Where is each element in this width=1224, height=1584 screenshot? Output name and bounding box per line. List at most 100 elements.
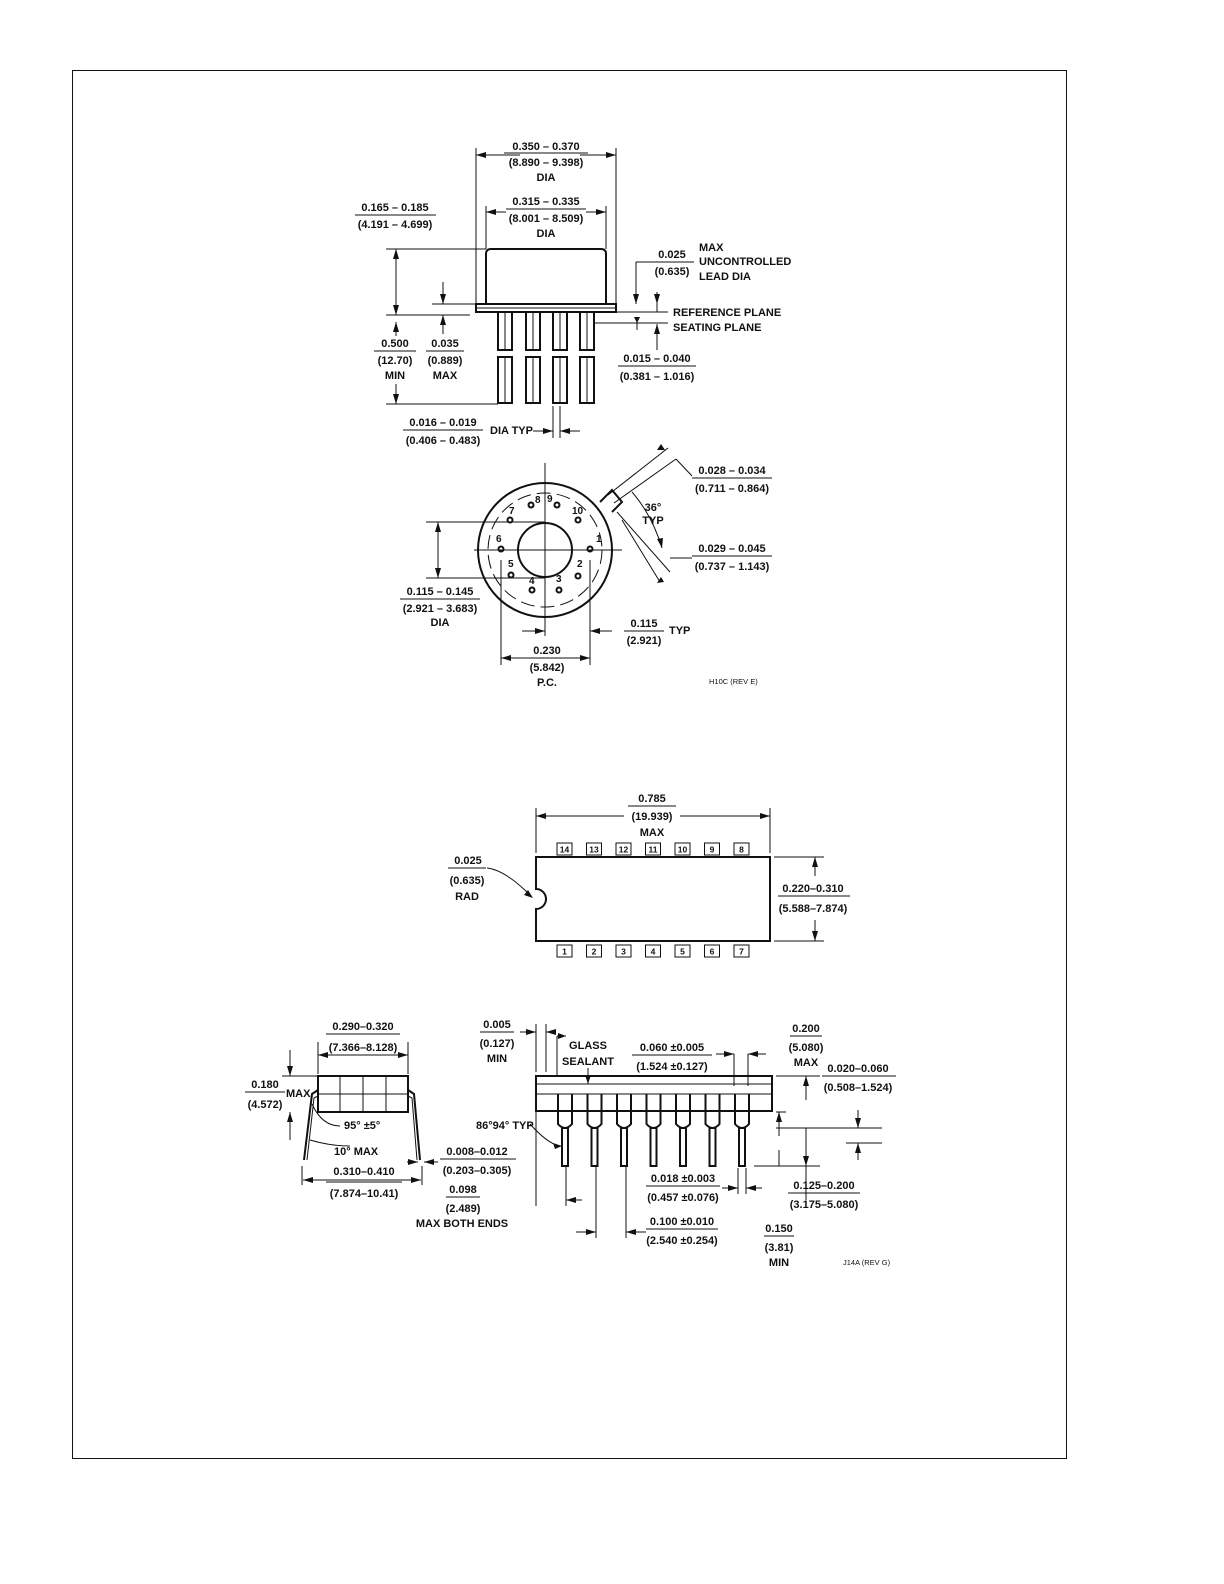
lead-dia-mm: (0.406 – 0.483) xyxy=(406,435,481,447)
pin-number: 8 xyxy=(739,845,744,855)
pin-box xyxy=(615,944,632,958)
pin-number: 1 xyxy=(562,947,567,957)
pitch-inch: 0.100 ±0.010 xyxy=(650,1216,714,1228)
tab-angle-note: TYP xyxy=(642,515,663,527)
tab-angle-value: 36° xyxy=(645,502,662,514)
side-lead-angle: 86°94° TYP xyxy=(476,1120,534,1132)
lead-width-mm: (0.457 ±0.076) xyxy=(647,1192,719,1204)
row-spacing-mm: (7.874–10.41) xyxy=(330,1188,399,1200)
overhang-inch: 0.098 xyxy=(449,1184,477,1196)
uncontrolled-line2: UNCONTROLLED xyxy=(699,256,791,268)
end-height-mm: (4.572) xyxy=(248,1099,283,1111)
side-lead-pin xyxy=(679,1127,687,1167)
outer-dia-note: DIA xyxy=(537,172,556,184)
pin-box xyxy=(704,842,720,856)
flange-note: MAX xyxy=(433,370,458,382)
side-height-note: MAX xyxy=(794,1057,819,1069)
inner-dia-inch: 0.315 – 0.335 xyxy=(512,196,579,208)
page-border xyxy=(72,70,1067,1459)
pin-label: 10 xyxy=(572,506,584,517)
pin-label: 5 xyxy=(508,559,514,570)
pin-box xyxy=(733,842,750,856)
lead-thickness-inch: 0.008–0.012 xyxy=(446,1146,507,1158)
inner-circle-dia-mm: (2.921 – 3.683) xyxy=(403,603,478,615)
pin-number: 7 xyxy=(739,947,744,957)
lead-length-mm: (12.70) xyxy=(378,355,413,367)
pin-offset-inch: 0.115 xyxy=(631,618,658,630)
pin-offset-note: TYP xyxy=(669,625,690,637)
uncontrolled-inch: 0.025 xyxy=(658,249,686,261)
shoulder-mm: (1.524 ±0.127) xyxy=(636,1061,708,1073)
uncontrolled-line1: MAX xyxy=(699,242,724,254)
dip-side-view: 0.005 (0.127) MIN GLASS SEALANT 0.060 ±0… xyxy=(416,1019,896,1269)
pin-label: 3 xyxy=(556,574,562,585)
outer-dia-inch: 0.350 – 0.370 xyxy=(512,141,579,153)
seating-gap-mm: (0.381 – 1.016) xyxy=(620,371,695,383)
dip-end-view: 0.290–0.320 (7.366–8.128) 0.180 (4.572) … xyxy=(245,1021,516,1200)
dip-revision-label: J14A (REV G) xyxy=(843,1258,891,1267)
uncontrolled-mm: (0.635) xyxy=(655,266,690,278)
lead-dia-note: DIA TYP xyxy=(490,425,533,437)
pin-number: 11 xyxy=(649,845,658,855)
pin-label: 4 xyxy=(529,576,535,587)
pin-box xyxy=(645,842,661,856)
side-lead-pin xyxy=(590,1127,599,1167)
side-lead-pin xyxy=(649,1127,658,1167)
pin-label: 9 xyxy=(547,494,553,505)
side-height-inch: 0.200 xyxy=(792,1023,820,1035)
outer-dia-mm: (8.890 – 9.398) xyxy=(509,157,584,169)
tab-width-mm: (0.711 – 0.864) xyxy=(695,483,769,495)
flange-mm: (0.889) xyxy=(428,355,463,367)
dip-length-inch: 0.785 xyxy=(638,793,666,805)
side-lead-pin xyxy=(561,1127,569,1167)
flange-inch: 0.035 xyxy=(431,338,459,350)
pin-box xyxy=(556,842,573,856)
pin-number: 10 xyxy=(678,845,688,855)
pin-number: 12 xyxy=(619,845,629,855)
glass-sealant-line2: SEALANT xyxy=(562,1056,614,1068)
end-width-inch: 0.290–0.320 xyxy=(332,1021,393,1033)
pin-box xyxy=(556,944,573,958)
pin-label: 2 xyxy=(577,559,583,570)
tab-width-inch: 0.028 – 0.034 xyxy=(698,465,766,477)
pin-number: 13 xyxy=(589,845,599,855)
side-lead-row xyxy=(557,1094,750,1167)
pin-box xyxy=(586,842,602,856)
inner-dia-note: DIA xyxy=(537,228,556,240)
end-height-note: MAX xyxy=(286,1088,311,1100)
lead-set-lower xyxy=(497,356,595,404)
glass-gap-inch: 0.005 xyxy=(483,1019,511,1031)
side-height-mm: (5.080) xyxy=(789,1042,824,1054)
pin-box xyxy=(733,944,750,958)
height-inch: 0.165 – 0.185 xyxy=(361,202,428,214)
glass-gap-mm: (0.127) xyxy=(480,1038,515,1050)
pitch-circle-mm: (5.842) xyxy=(530,662,565,674)
end-lead-angle: 95° ±5° xyxy=(344,1120,380,1132)
inner-dia-mm: (8.001 – 8.509) xyxy=(509,213,584,225)
tab-length-mm: (0.737 – 1.143) xyxy=(695,561,770,573)
pin-box xyxy=(615,842,632,856)
orientation-tab xyxy=(599,488,624,513)
notch-rad-inch: 0.025 xyxy=(454,855,482,867)
pin-number: 5 xyxy=(680,947,685,957)
pin-number: 2 xyxy=(592,947,597,957)
lead-length-note: MIN xyxy=(385,370,405,382)
pin-label: 7 xyxy=(509,506,515,517)
standoff-inch: 0.020–0.060 xyxy=(827,1063,888,1075)
glass-gap-note: MIN xyxy=(487,1053,507,1065)
pin-box xyxy=(704,944,720,958)
pin-label: 1 xyxy=(596,534,602,545)
lead-dia-inch: 0.016 – 0.019 xyxy=(409,417,476,429)
side-lead-length-inch: 0.125–0.200 xyxy=(793,1180,854,1192)
pitch-circle-note: P.C. xyxy=(537,677,557,689)
row-spacing-inch: 0.310–0.410 xyxy=(333,1166,394,1178)
overhang-note: MAX BOTH ENDS xyxy=(416,1218,508,1230)
pin-number: 14 xyxy=(560,845,570,855)
lead-set-upper xyxy=(497,311,595,351)
notch-rad-mm: (0.635) xyxy=(450,875,485,887)
pin-offset-mm: (2.921) xyxy=(627,635,662,647)
side-lead-pin xyxy=(708,1127,717,1167)
pin-label: 6 xyxy=(496,534,502,545)
end-height-inch: 0.180 xyxy=(251,1079,279,1091)
